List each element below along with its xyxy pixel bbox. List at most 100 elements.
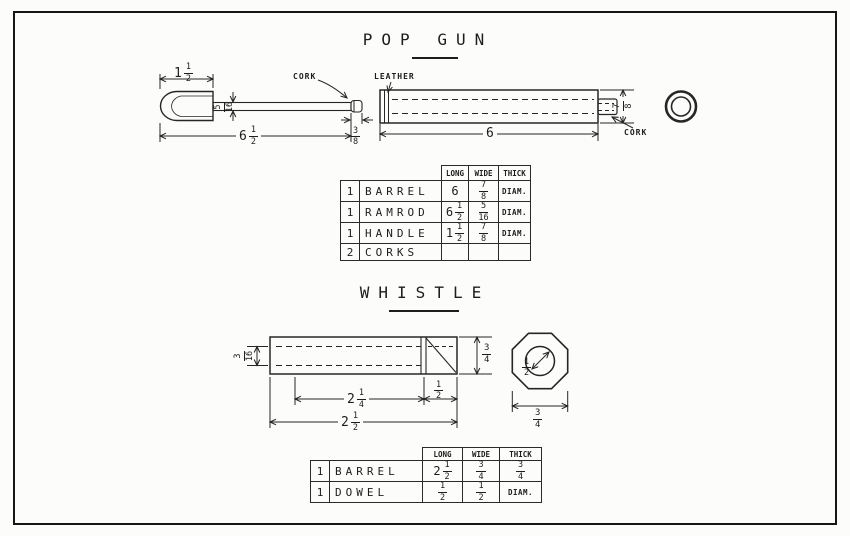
frac-num: 3: [233, 351, 245, 361]
frac-den: 4: [535, 420, 541, 430]
cork-leader-line: [317, 79, 347, 98]
part-name-cell: HANDLE: [359, 222, 442, 244]
thick-cell: DIAM.: [498, 222, 531, 244]
frac-num: 3: [533, 408, 543, 420]
col-header-wide: WIDE: [462, 447, 500, 461]
frac-num: 7: [478, 222, 489, 234]
frac-num: 5: [478, 201, 489, 213]
popgun-title: POP GUN: [362, 30, 494, 49]
frac-den: 4: [358, 399, 364, 410]
long-cell: [441, 243, 469, 261]
cork-label-right: CORK: [624, 128, 648, 137]
frac-num: 1: [356, 388, 366, 400]
frac-num: 1: [522, 356, 532, 368]
dim-whole: 2: [347, 391, 355, 407]
dim-whole: 1: [174, 65, 182, 81]
frac-den: 16: [478, 212, 489, 223]
frac-den: 8: [480, 191, 487, 202]
whistle-view: [269, 332, 569, 390]
frac-den: 2: [524, 368, 530, 378]
thick-cell: DIAM.: [498, 180, 531, 202]
popgun-title-underline: [412, 57, 458, 59]
frac-num: 3: [476, 460, 486, 472]
frac-den: 2: [436, 391, 442, 401]
frac-den: 16: [224, 101, 235, 113]
frac-num: 1: [476, 481, 486, 493]
barrel-end-view-outer: [664, 90, 698, 123]
whistle-title: WHISTLE: [359, 283, 491, 302]
frac-den: 8: [623, 103, 634, 109]
thick-cell: [498, 243, 531, 261]
frac-den: 2: [457, 212, 463, 223]
frac-num: 3: [482, 343, 492, 355]
thick-cell: DIAM.: [498, 201, 531, 223]
frac-num: 1: [183, 62, 193, 74]
whistle-barrel-outline: [269, 336, 458, 375]
frac-num: 1: [248, 125, 258, 137]
dim-whole: 6: [239, 128, 247, 144]
handle-inner-line: [171, 95, 213, 117]
wide-cell: [468, 243, 499, 261]
frac-den: 2: [444, 471, 450, 482]
frac-num: 3: [351, 125, 361, 137]
qty-cell: 1: [340, 201, 360, 223]
frac-num: 7: [612, 101, 624, 111]
qty-cell: 2: [340, 243, 360, 261]
qty-cell: 1: [340, 222, 360, 244]
cork-label: CORK: [293, 72, 317, 81]
leather-label: LEATHER: [374, 72, 415, 81]
part-name-cell: DOWEL: [329, 481, 423, 503]
col-header-long: LONG: [422, 447, 463, 461]
part-name-cell: BARREL: [329, 460, 423, 482]
col-header-long: LONG: [441, 165, 469, 181]
col-header-wide: WIDE: [468, 165, 499, 181]
thick-cell: DIAM.: [499, 481, 542, 503]
qty-cell: 1: [340, 180, 360, 202]
col-header-thick: THICK: [498, 165, 531, 181]
mouthpiece-bevel-line: [425, 337, 457, 373]
frac-den: 4: [517, 471, 524, 482]
table-header-row: LONG WIDE THICK: [341, 165, 531, 181]
header-spacer: [311, 448, 423, 461]
part-name-cell: BARREL: [359, 180, 442, 202]
frac-num: 1: [455, 222, 465, 234]
